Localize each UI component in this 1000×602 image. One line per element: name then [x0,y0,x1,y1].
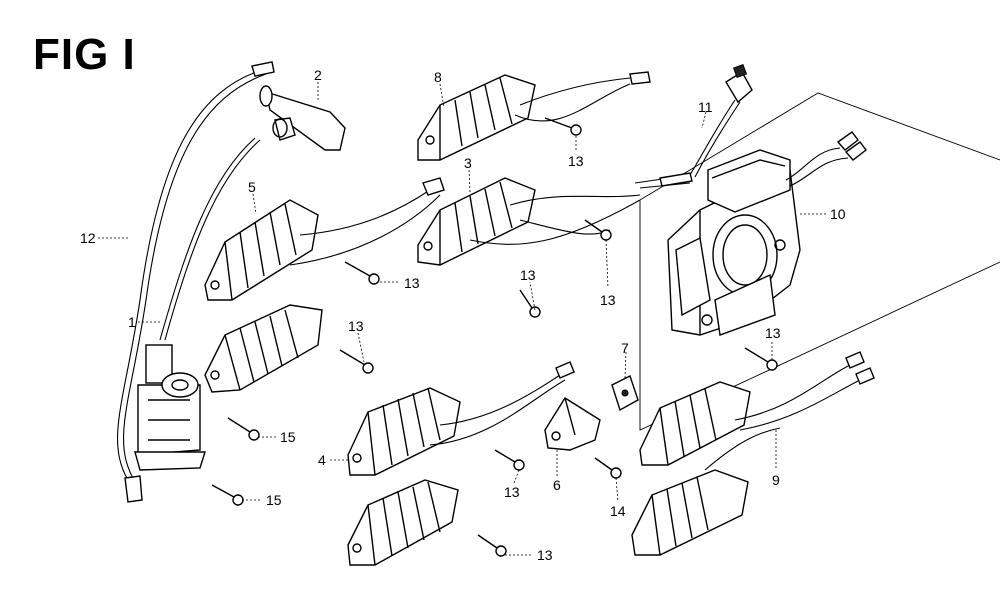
charge-coil-5 [204,177,445,301]
ignition-coil-1 [134,137,261,471]
bolt-13-e [339,349,374,374]
callout-labels: 2 8 13 11 3 5 10 12 13 13 13 1 13 13 7 1… [80,67,846,563]
callout-7: 7 [621,340,629,356]
charge-coil-4 [347,361,575,476]
bracket-6 [544,397,601,451]
callout-12: 12 [80,230,96,246]
bolt-13-b [344,261,380,285]
lead-wire-12 [117,61,275,503]
callout-13: 13 [600,292,616,308]
callout-14: 14 [610,503,626,519]
callout-6: 6 [553,477,561,493]
bolt-13-c [584,219,612,241]
bolt-13-a [544,117,582,136]
callout-15: 15 [280,429,296,445]
bolt-13-g [494,449,525,471]
plug-wire-11 [659,63,753,187]
callout-13: 13 [520,267,536,283]
callout-2: 2 [314,67,322,83]
plate-7 [611,375,639,412]
leader-lines [98,82,826,556]
callout-5: 5 [248,179,256,195]
callout-13: 13 [348,318,364,334]
callout-4: 4 [318,452,326,468]
plug-cap-2 [259,85,346,151]
stator-frame-10 [634,131,867,336]
bolt-13-d [519,289,541,318]
callout-10: 10 [830,206,846,222]
callout-13: 13 [765,325,781,341]
bolt-13-h [477,534,507,557]
callout-3: 3 [464,155,472,171]
bolt-15-a [227,417,260,441]
callout-1: 1 [128,314,136,330]
figure-title: FIG I [33,30,136,79]
charge-coil-8 [417,71,651,161]
charge-coil-mid [204,304,323,393]
charge-coil-9 [631,351,875,556]
callout-15: 15 [266,492,282,508]
charge-coil-lower [347,479,459,566]
bolt-15-b [211,484,244,506]
callout-13: 13 [504,484,520,500]
bolt-14 [594,457,622,479]
callout-13: 13 [404,275,420,291]
callout-13: 13 [568,153,584,169]
callout-11: 11 [698,99,713,115]
callout-13: 13 [537,547,553,563]
charge-coil-3 [417,177,641,266]
callout-9: 9 [772,472,780,488]
callout-8: 8 [434,69,442,85]
